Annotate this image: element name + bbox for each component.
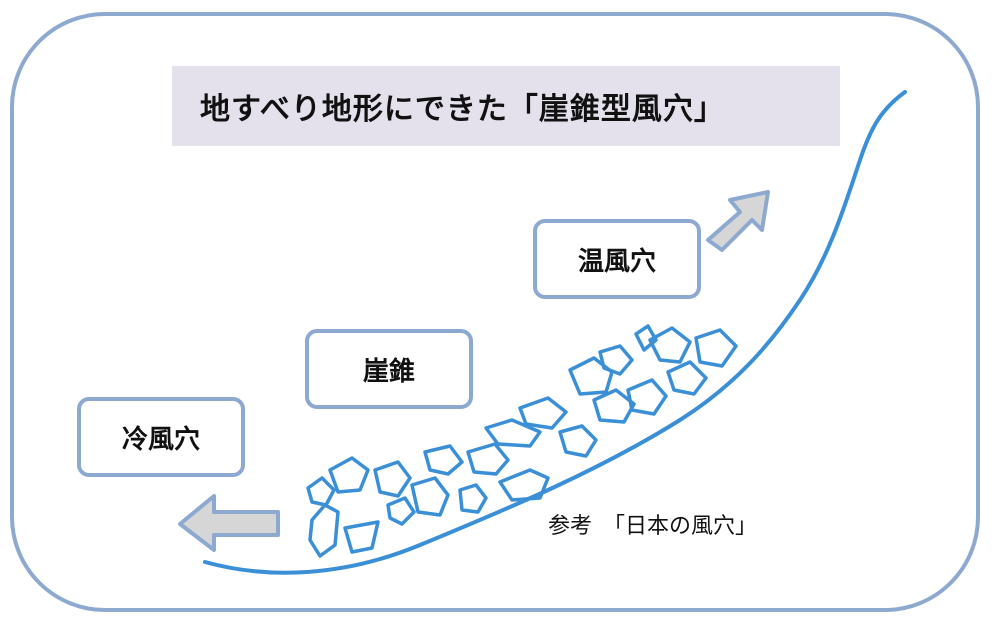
warm-air-arrow-icon — [706, 190, 770, 252]
warm-wind-hole-text: 温風穴 — [577, 246, 656, 277]
warm-wind-hole-label: 温風穴 — [533, 219, 701, 299]
rock — [558, 424, 598, 458]
talus-text: 崖錐 — [362, 356, 415, 387]
rock — [410, 476, 450, 517]
rock — [458, 483, 488, 514]
rock — [592, 388, 636, 424]
rock — [306, 476, 336, 507]
rock — [518, 396, 568, 430]
rock — [373, 460, 412, 498]
rock — [423, 444, 464, 476]
rock — [466, 442, 510, 476]
talus-rocks — [306, 324, 738, 558]
rock — [498, 468, 550, 502]
rock — [626, 378, 668, 416]
rock — [328, 456, 370, 494]
cold-wind-hole-label: 冷風穴 — [77, 397, 245, 477]
rock — [308, 503, 340, 558]
rock — [666, 360, 708, 396]
rock — [648, 326, 692, 364]
rock — [598, 344, 634, 376]
rock — [343, 520, 380, 554]
cold-wind-hole-text: 冷風穴 — [121, 424, 200, 455]
rock — [386, 496, 416, 526]
cold-air-arrow-icon — [178, 494, 280, 552]
talus-label: 崖錐 — [305, 329, 473, 409]
rock — [568, 356, 614, 396]
reference-note: 参考 「日本の風穴」 — [548, 514, 758, 539]
rounded-frame — [10, 12, 980, 612]
diagram-title: 地すべり地形にできた「崖錐型風穴」 — [200, 92, 725, 127]
slope-line — [203, 90, 907, 575]
rock — [694, 328, 738, 368]
title-band: 地すべり地形にできた「崖錐型風穴」 — [172, 66, 840, 146]
rock — [634, 324, 658, 352]
rock — [484, 418, 542, 448]
